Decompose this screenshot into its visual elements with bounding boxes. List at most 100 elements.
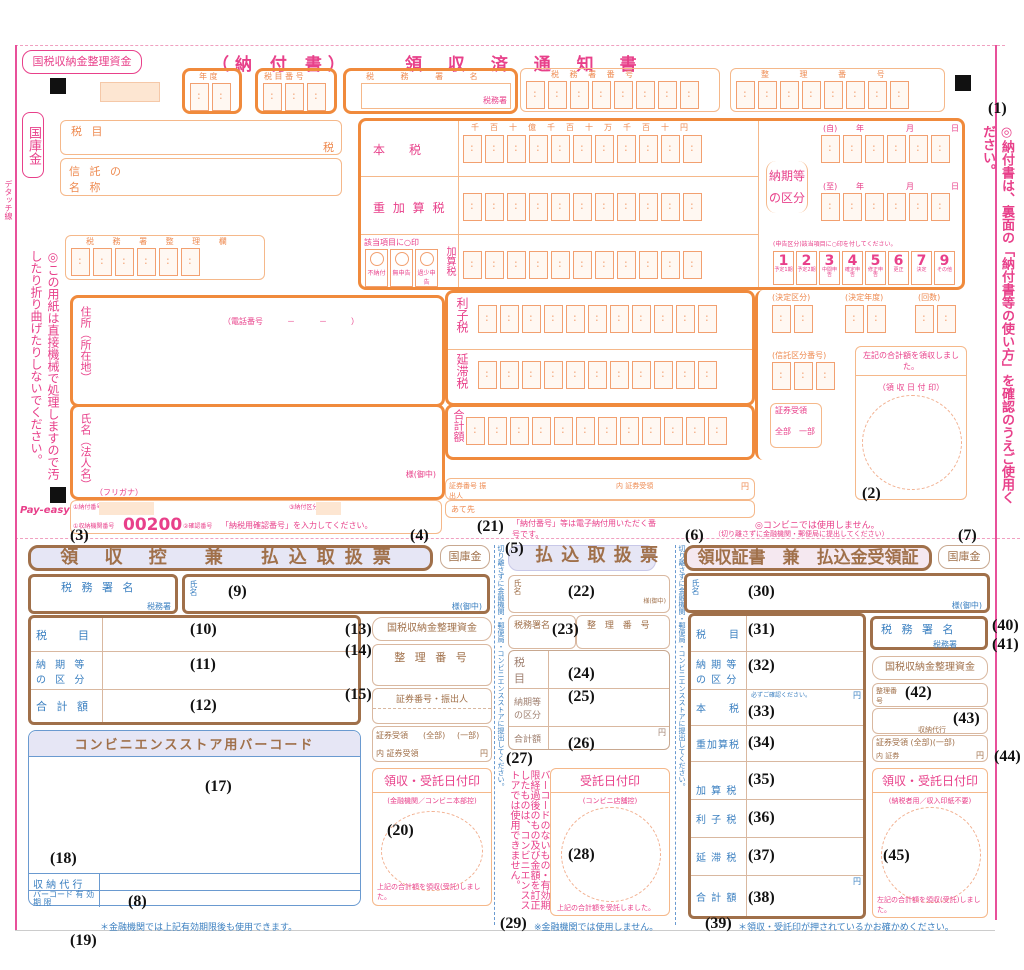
digit-cell[interactable]: [661, 193, 680, 221]
digit-cell[interactable]: [507, 135, 526, 163]
digit-cell[interactable]: [485, 251, 504, 279]
digit-cell[interactable]: [573, 251, 592, 279]
digit-cell[interactable]: [212, 83, 231, 111]
digit-cell[interactable]: [548, 81, 567, 109]
digit-cell[interactable]: [794, 305, 813, 333]
digit-cell[interactable]: [507, 193, 526, 221]
digit-cell[interactable]: [772, 362, 791, 390]
digit-cell[interactable]: [71, 248, 90, 276]
zenbu-option[interactable]: (全部): [423, 731, 446, 740]
digit-cell[interactable]: [510, 417, 529, 445]
address-field[interactable]: 住所（所在地）（電話番号 － － ）: [70, 295, 445, 407]
zeimusho-field[interactable]: 税 務 署 名税務署: [343, 68, 518, 114]
digit-cell[interactable]: [698, 305, 717, 333]
digit-cell[interactable]: [654, 305, 673, 333]
digit-cell[interactable]: [544, 361, 563, 389]
digit-cell[interactable]: [463, 251, 482, 279]
digit-cells[interactable]: [915, 305, 956, 333]
digit-cell[interactable]: [887, 193, 906, 221]
digit-cell[interactable]: [500, 361, 519, 389]
digit-cell[interactable]: [554, 417, 573, 445]
digit-cell[interactable]: [868, 81, 887, 109]
digit-cell[interactable]: [532, 417, 551, 445]
digit-cell[interactable]: [617, 251, 636, 279]
ichibu-option[interactable]: (一部): [457, 731, 480, 740]
digit-cell[interactable]: [758, 81, 777, 109]
digit-cell[interactable]: [595, 251, 614, 279]
stub3-zeimusho[interactable]: 税 務 署 名税務署: [870, 616, 988, 650]
digit-cell[interactable]: [772, 305, 791, 333]
digit-cell[interactable]: [843, 135, 862, 163]
stub2-name[interactable]: 氏名様(御中): [508, 575, 670, 613]
digit-cell[interactable]: [909, 135, 928, 163]
digit-cell[interactable]: [576, 417, 595, 445]
digit-cell[interactable]: [654, 361, 673, 389]
digit-cell[interactable]: [595, 135, 614, 163]
digit-cell[interactable]: [843, 193, 862, 221]
digit-cell[interactable]: [909, 193, 928, 221]
digit-cell[interactable]: [931, 193, 950, 221]
digit-cells[interactable]: [71, 248, 259, 276]
digit-cell[interactable]: [683, 135, 702, 163]
digit-cell[interactable]: [658, 81, 677, 109]
digit-cell[interactable]: [683, 193, 702, 221]
ichibu-option[interactable]: 一部: [799, 427, 815, 436]
digit-cell[interactable]: [263, 83, 282, 111]
digit-cell[interactable]: [865, 135, 884, 163]
digit-cell[interactable]: [500, 305, 519, 333]
digit-cell[interactable]: [931, 135, 950, 163]
digit-cell[interactable]: [865, 193, 884, 221]
digit-cell[interactable]: [485, 193, 504, 221]
digit-cell[interactable]: [639, 193, 658, 221]
digit-cell[interactable]: [639, 251, 658, 279]
from-date-cells[interactable]: [821, 135, 950, 163]
digit-cell[interactable]: [890, 81, 909, 109]
shintaku-field[interactable]: 信 託 の 名 称: [60, 158, 342, 196]
digit-cell[interactable]: [478, 361, 497, 389]
name-field[interactable]: 氏名（法人名）様(御中)（フリガナ）: [70, 404, 445, 500]
zeimusho-no-field[interactable]: 税 務 署 番 号: [520, 68, 720, 112]
digit-cell[interactable]: [661, 135, 680, 163]
digit-cells[interactable]: [772, 362, 835, 390]
digit-cell[interactable]: [664, 417, 683, 445]
digit-cell[interactable]: [937, 305, 956, 333]
digit-cell[interactable]: [573, 193, 592, 221]
digit-cell[interactable]: [632, 361, 651, 389]
kasanzei-cells[interactable]: [463, 251, 702, 279]
digit-cell[interactable]: [488, 417, 507, 445]
nendo-field[interactable]: 年 度: [182, 68, 242, 114]
rishi-cells[interactable]: [478, 305, 717, 333]
digit-cells[interactable]: [845, 305, 886, 333]
digit-cell[interactable]: [614, 81, 633, 109]
digit-cell[interactable]: [93, 248, 112, 276]
digit-cell[interactable]: [551, 135, 570, 163]
digit-cell[interactable]: [588, 361, 607, 389]
digit-cell[interactable]: [867, 305, 886, 333]
digit-cell[interactable]: [159, 248, 178, 276]
digit-cell[interactable]: [642, 417, 661, 445]
entai-cells[interactable]: [478, 361, 717, 389]
digit-cell[interactable]: [846, 81, 865, 109]
digit-cell[interactable]: [588, 305, 607, 333]
digit-cell[interactable]: [529, 251, 548, 279]
digit-cell[interactable]: [529, 135, 548, 163]
digit-cell[interactable]: [816, 362, 835, 390]
digit-cell[interactable]: [676, 305, 695, 333]
digit-cell[interactable]: [137, 248, 156, 276]
digit-cell[interactable]: [115, 248, 134, 276]
digit-cell[interactable]: [463, 193, 482, 221]
digit-cell[interactable]: [566, 305, 585, 333]
digit-cell[interactable]: [620, 417, 639, 445]
kasan-option[interactable]: 不納付: [365, 249, 388, 287]
digit-cell[interactable]: [522, 361, 541, 389]
digit-cell[interactable]: [794, 362, 813, 390]
total-cells[interactable]: [466, 417, 727, 445]
stub1-zeimusho[interactable]: 税 務 署 名税務署: [28, 574, 178, 614]
stub3-name[interactable]: 氏名様(御中): [684, 573, 990, 613]
